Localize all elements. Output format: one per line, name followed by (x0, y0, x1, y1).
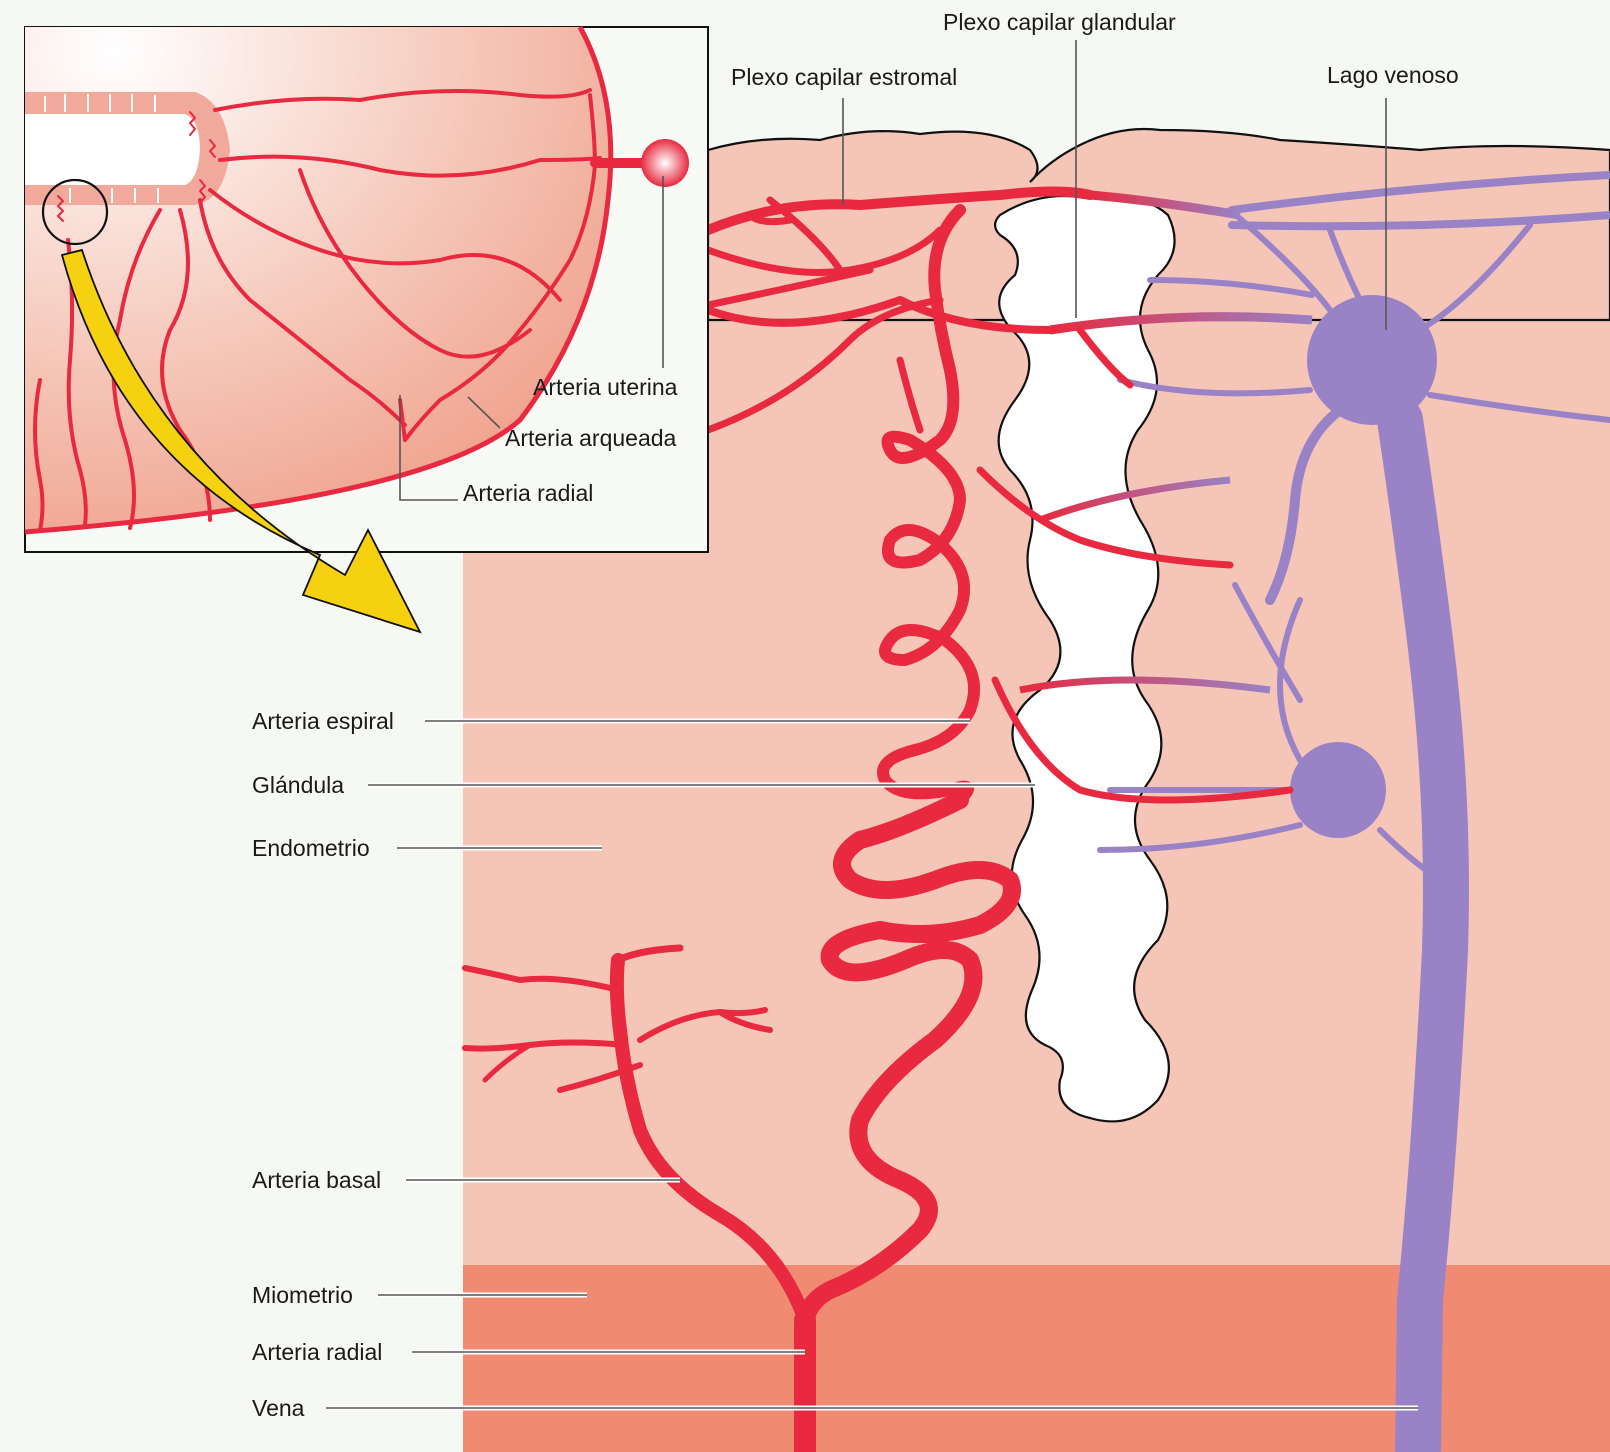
label-miometrio: Miometrio (252, 1282, 353, 1308)
label-glandula: Glándula (252, 772, 344, 798)
label-arteria-espiral: Arteria espiral (252, 708, 394, 734)
label-plexo-capilar-estromal: Plexo capilar estromal (731, 64, 957, 90)
label-arteria-arqueada: Arteria arqueada (505, 425, 677, 451)
label-arteria-radial-inset: Arteria radial (463, 480, 593, 506)
label-lago-venoso: Lago venoso (1327, 62, 1459, 88)
label-arteria-radial: Arteria radial (252, 1339, 382, 1365)
label-vena: Vena (252, 1395, 305, 1421)
venous-lake-lower (1290, 742, 1386, 838)
label-plexo-capilar-glandular: Plexo capilar glandular (943, 9, 1176, 35)
uterine-artery-dot (641, 139, 689, 187)
inset-panel (25, 27, 708, 552)
label-endometrio: Endometrio (252, 835, 370, 861)
label-arteria-basal: Arteria basal (252, 1167, 381, 1193)
venous-lake-upper (1307, 295, 1437, 425)
label-arteria-uterina: Arteria uterina (533, 374, 678, 400)
